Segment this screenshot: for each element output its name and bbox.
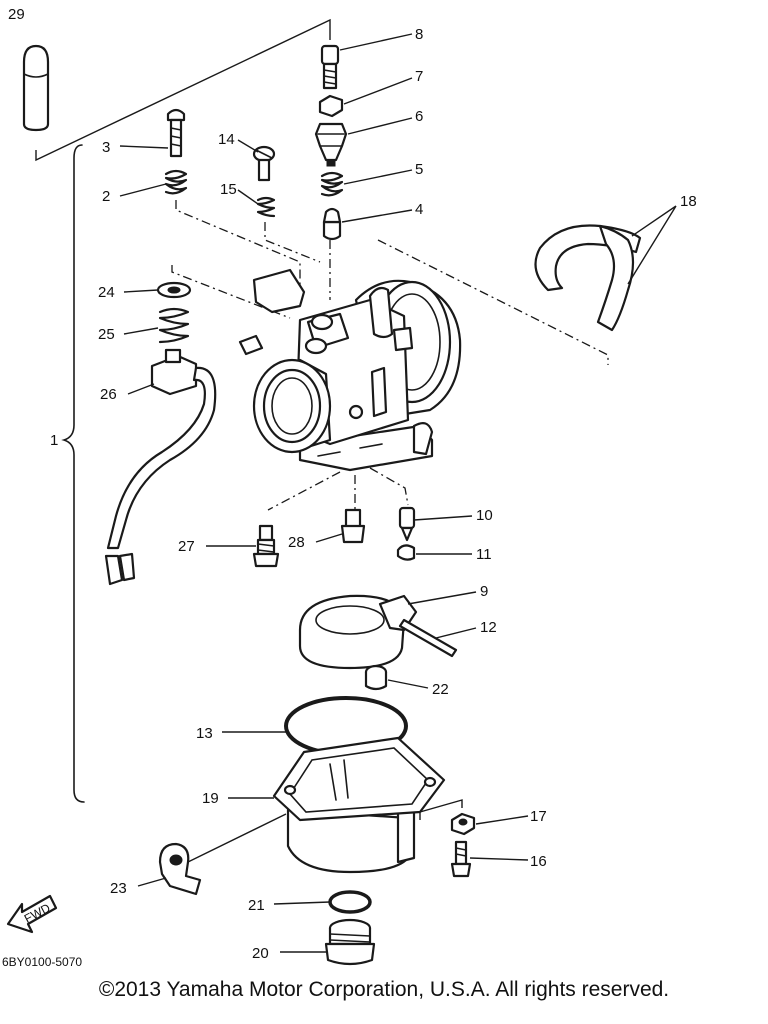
part-15-spring [256,196,276,218]
part-6-valve [314,122,348,167]
drawing-code: 6BY0100-5070 [2,955,82,969]
callout-16: 16 [530,853,547,870]
callout-20: 20 [252,945,269,962]
part-20-drain-plug [324,918,376,966]
callout-19: 19 [202,790,219,807]
callout-23: 23 [110,880,127,897]
callout-28: 28 [288,534,305,551]
part-25-spring [158,307,190,344]
callout-26: 26 [100,386,117,403]
callout-27: 27 [178,538,195,555]
part-16-screw [450,840,472,878]
part-4-plunger [322,207,342,241]
callout-3: 3 [102,139,110,156]
carburetor-body [238,268,462,472]
callout-1: 1 [50,432,58,449]
part-9-float [298,594,418,670]
part-12-pin [398,618,458,658]
callout-5: 5 [415,161,423,178]
part-29-cap [22,44,50,132]
part-8-screw [320,44,340,90]
callout-9: 9 [480,583,488,600]
part-3-screw [166,108,186,158]
part-2-spring [164,169,188,195]
part-19-float-bowl [272,736,446,874]
part-10-float-needle [398,506,416,542]
callout-11: 11 [476,546,492,563]
part-18-hose [534,224,642,332]
callout-17: 17 [530,808,547,825]
callout-6: 6 [415,108,423,125]
callout-15: 15 [220,181,237,198]
copyright-notice: ©2013 Yamaha Motor Corporation, U.S.A. A… [98,978,670,1001]
guide-lines [35,18,609,820]
callout-8: 8 [415,26,423,43]
callout-4: 4 [415,201,423,218]
part-11-clip [396,544,416,561]
callout-labels: 29 8 7 3 14 6 5 2 15 4 18 24 25 26 1 10 … [8,6,697,962]
leader-lines [119,33,677,953]
part-22-plug [364,664,388,691]
part-23-clamp [158,842,202,896]
callout-10: 10 [476,507,493,524]
callout-2: 2 [102,188,110,205]
callout-13: 13 [196,725,213,742]
callout-14: 14 [218,131,235,148]
part-17-washer [450,812,476,836]
part-21-o-ring [328,890,372,914]
callout-12: 12 [480,619,497,636]
fwd-arrow-icon: FWD [6,894,58,934]
callout-29: 29 [8,6,25,23]
part-5-spring [320,171,344,197]
callout-25: 25 [98,326,115,343]
callout-22: 22 [432,681,449,698]
part-14-screw [252,145,276,182]
callout-24: 24 [98,284,115,301]
part-28-jet [340,508,366,544]
assembly-bracket [61,144,85,803]
callout-18: 18 [680,193,697,210]
callout-21: 21 [248,897,265,914]
part-24-washer [156,281,192,299]
callout-7: 7 [415,68,423,85]
part-7-nut [318,94,344,118]
part-27-jet [252,524,280,568]
part-26-sensor [104,348,217,586]
